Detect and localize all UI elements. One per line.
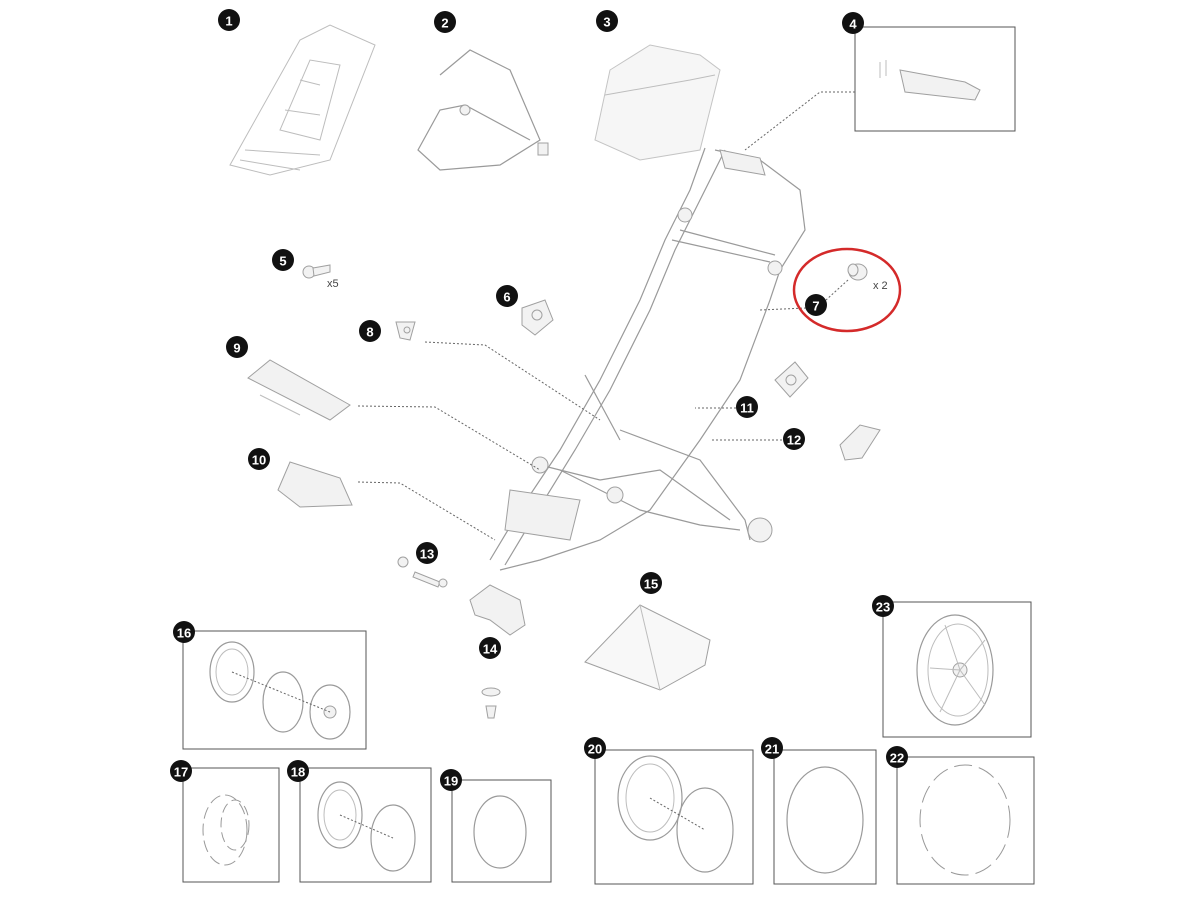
badge-9: 9: [226, 336, 248, 358]
svg-text:16: 16: [177, 626, 191, 641]
svg-text:20: 20: [588, 742, 602, 757]
badge-10: 10: [248, 448, 270, 470]
svg-text:11: 11: [740, 401, 754, 416]
badge-18: 18: [287, 760, 309, 782]
part-13-axle-bolt: [397, 556, 448, 588]
part-number-badges: 1 2 3 4 5 6 7 8 9 10 11 12 13 14 15 16 1…: [170, 9, 908, 791]
badge-11: 11: [736, 396, 758, 418]
part-3-canopy: [594, 44, 721, 161]
svg-text:19: 19: [444, 774, 458, 789]
leader-line-9: [357, 405, 541, 471]
badge-3: 3: [596, 10, 618, 32]
svg-text:22: 22: [890, 751, 904, 766]
part-2-canopy-frame: [417, 49, 549, 171]
svg-text:x 2: x 2: [873, 280, 888, 292]
stroller-frame: [469, 147, 806, 636]
svg-text:23: 23: [876, 600, 890, 615]
part-17-reflector-segments: [202, 794, 250, 866]
svg-text:15: 15: [644, 577, 658, 592]
part-4-box: [854, 26, 1016, 132]
svg-text:5: 5: [279, 254, 286, 269]
part-1-infant-insert: [229, 24, 376, 176]
badge-20: 20: [584, 737, 606, 759]
svg-text:1: 1: [225, 14, 232, 29]
badge-22: 22: [886, 746, 908, 768]
leader-line-8: [424, 341, 601, 421]
part-18-box: [299, 767, 432, 883]
part-16-front-wheel-set: [209, 641, 351, 740]
part-21-box: [773, 749, 877, 885]
svg-text:x5: x5: [327, 278, 339, 290]
part-14-washer-screw: [481, 687, 501, 719]
badge-5: 5: [272, 249, 294, 271]
leader-line-4: [744, 91, 855, 151]
part-21-tire: [786, 766, 864, 874]
part-15-basket: [584, 604, 711, 691]
svg-text:3: 3: [603, 15, 610, 30]
badge-13: 13: [416, 542, 438, 564]
part-8-bracket: [395, 321, 416, 341]
part-19-tire: [473, 795, 527, 869]
part-19-box: [451, 779, 552, 883]
part-11-hinge: [774, 361, 809, 398]
svg-text:21: 21: [765, 742, 779, 757]
svg-text:4: 4: [849, 17, 857, 32]
badge-17: 17: [170, 760, 192, 782]
part-22-reflector-segments: [919, 764, 1011, 876]
svg-text:8: 8: [366, 325, 373, 340]
svg-text:9: 9: [233, 341, 240, 356]
svg-text:18: 18: [291, 765, 305, 780]
svg-text:6: 6: [503, 290, 510, 305]
badge-15: 15: [640, 572, 662, 594]
part-17-box: [182, 767, 280, 883]
leader-line-10: [357, 481, 496, 541]
badge-4: 4: [842, 12, 864, 34]
badge-1: 1: [218, 9, 240, 31]
part-6-pivot: [521, 299, 554, 336]
svg-text:14: 14: [483, 642, 498, 657]
part-10-footrest: [277, 461, 353, 508]
part-12-clip: [839, 424, 881, 461]
badge-12: 12: [783, 428, 805, 450]
badge-21: 21: [761, 737, 783, 759]
badge-7: 7: [805, 294, 827, 316]
part-23-rear-wheel: [916, 614, 994, 726]
badge-6: 6: [496, 285, 518, 307]
part-16-box: [182, 630, 367, 750]
svg-text:10: 10: [252, 453, 266, 468]
badge-16: 16: [173, 621, 195, 643]
part-9-basket-panel: [247, 359, 351, 421]
part-20-wheel-tire: [617, 755, 734, 873]
part-20-box: [594, 749, 754, 885]
svg-text:7: 7: [812, 299, 819, 314]
part-7-cap: x 2: [825, 263, 888, 301]
svg-text:12: 12: [787, 433, 801, 448]
part-18-wheel-tire: [317, 781, 416, 872]
badge-2: 2: [434, 11, 456, 33]
part-23-box: [882, 601, 1032, 738]
badge-8: 8: [359, 320, 381, 342]
svg-text:17: 17: [174, 765, 188, 780]
badge-14: 14: [479, 637, 501, 659]
highlight-circle: [792, 247, 902, 333]
part-4-handlebar-grip: [879, 60, 981, 101]
badge-19: 19: [440, 769, 462, 791]
part-22-box: [896, 756, 1035, 885]
part-5-screw: x5: [302, 264, 339, 290]
svg-text:13: 13: [420, 547, 434, 562]
svg-text:2: 2: [441, 16, 448, 31]
badge-23: 23: [872, 595, 894, 617]
